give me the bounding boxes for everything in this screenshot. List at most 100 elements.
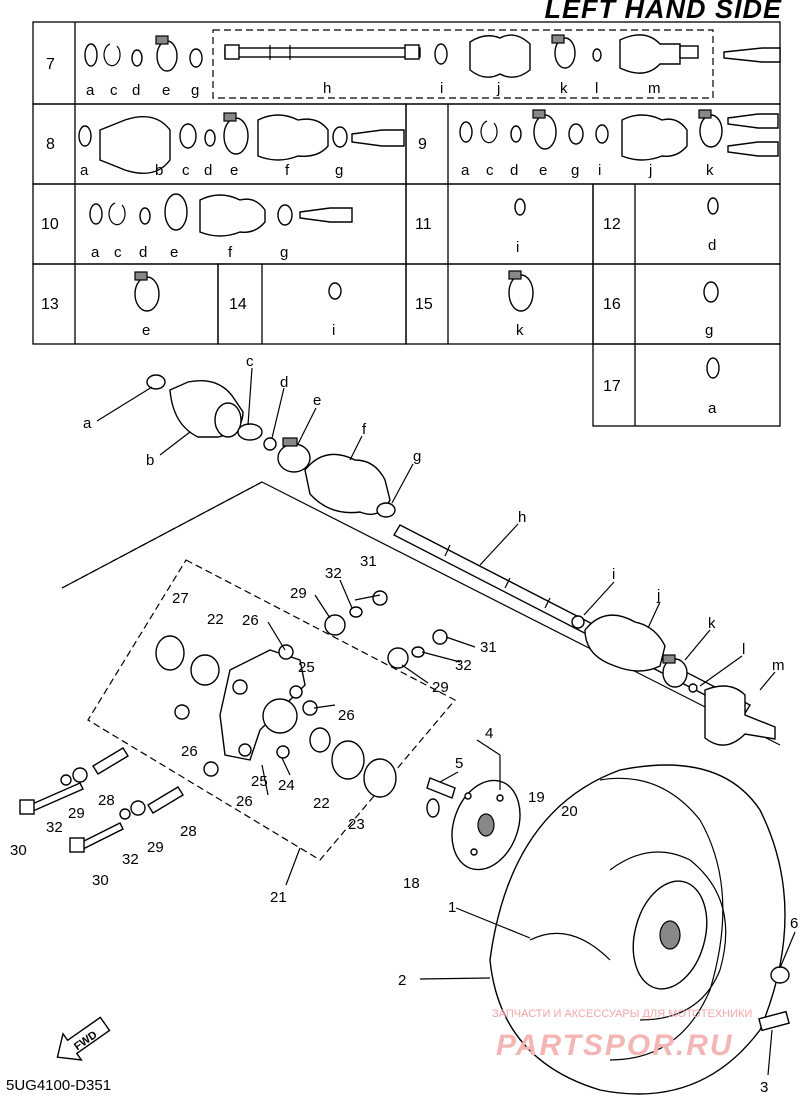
watermark: ЗАПЧАСТИ И АКСЕССУАРЫ ДЛЯ МОТОТЕХНИКИ PA… bbox=[492, 1008, 752, 1062]
svg-text:m: m bbox=[772, 657, 785, 674]
svg-text:j: j bbox=[648, 162, 652, 179]
svg-text:d: d bbox=[139, 244, 147, 261]
svg-text:25: 25 bbox=[298, 659, 315, 676]
svg-text:f: f bbox=[362, 421, 367, 438]
svg-text:m: m bbox=[648, 80, 661, 97]
svg-text:19: 19 bbox=[528, 789, 545, 806]
svg-text:h: h bbox=[518, 509, 526, 526]
svg-text:32: 32 bbox=[455, 657, 472, 674]
number-callouts: 1 2 3 4 5 6 18 19 20 21 22 22 23 24 25 2… bbox=[10, 553, 798, 1096]
svg-text:d: d bbox=[708, 237, 716, 254]
kit-table bbox=[32, 21, 781, 427]
svg-text:26: 26 bbox=[236, 793, 253, 810]
svg-text:d: d bbox=[132, 82, 140, 99]
svg-text:29: 29 bbox=[68, 805, 85, 822]
page-title: LEFT HAND SIDE bbox=[544, 0, 782, 24]
svg-text:26: 26 bbox=[338, 707, 355, 724]
kit-9-letters: a c d e g i j k bbox=[461, 162, 714, 179]
drive-shaft-parts bbox=[146, 374, 776, 746]
svg-text:29: 29 bbox=[147, 839, 164, 856]
svg-text:a: a bbox=[80, 162, 89, 179]
svg-text:a: a bbox=[708, 400, 717, 417]
svg-text:30: 30 bbox=[92, 872, 109, 889]
svg-text:1: 1 bbox=[448, 899, 456, 916]
kit-no: 9 bbox=[418, 136, 427, 153]
svg-text:k: k bbox=[708, 615, 716, 632]
svg-text:29: 29 bbox=[432, 679, 449, 696]
svg-text:30: 30 bbox=[10, 842, 27, 859]
svg-text:28: 28 bbox=[180, 823, 197, 840]
svg-text:i: i bbox=[440, 80, 443, 97]
svg-text:g: g bbox=[413, 448, 421, 465]
kit-no: 17 bbox=[603, 378, 621, 395]
svg-text:e: e bbox=[142, 322, 150, 339]
svg-text:i: i bbox=[516, 239, 519, 256]
svg-text:23: 23 bbox=[348, 816, 365, 833]
kit-no: 13 bbox=[41, 296, 59, 313]
svg-text:a: a bbox=[91, 244, 100, 261]
svg-text:j: j bbox=[656, 587, 660, 604]
svg-text:32: 32 bbox=[122, 851, 139, 868]
kit-no: 7 bbox=[46, 56, 55, 73]
svg-text:b: b bbox=[155, 162, 163, 179]
svg-text:22: 22 bbox=[313, 795, 330, 812]
arm-assembly bbox=[19, 590, 448, 853]
kit-numbers: 7 8 9 10 11 12 13 14 15 16 17 bbox=[41, 56, 621, 395]
svg-text:6: 6 bbox=[790, 915, 798, 932]
svg-text:c: c bbox=[182, 162, 190, 179]
svg-text:24: 24 bbox=[278, 777, 295, 794]
kit-no: 16 bbox=[603, 296, 621, 313]
svg-text:32: 32 bbox=[325, 565, 342, 582]
svg-text:i: i bbox=[612, 566, 615, 583]
svg-text:d: d bbox=[510, 162, 518, 179]
svg-text:4: 4 bbox=[485, 725, 493, 742]
svg-text:e: e bbox=[230, 162, 238, 179]
svg-text:28: 28 bbox=[98, 792, 115, 809]
svg-text:k: k bbox=[706, 162, 714, 179]
svg-text:b: b bbox=[146, 452, 154, 469]
svg-text:PARTSPOR.RU: PARTSPOR.RU bbox=[496, 1029, 734, 1062]
svg-text:i: i bbox=[332, 322, 335, 339]
svg-text:d: d bbox=[204, 162, 212, 179]
svg-text:j: j bbox=[496, 80, 500, 97]
kit-no: 12 bbox=[603, 216, 621, 233]
svg-text:a: a bbox=[83, 415, 92, 432]
svg-text:l: l bbox=[595, 80, 598, 97]
kit-no: 8 bbox=[46, 136, 55, 153]
svg-text:l: l bbox=[742, 641, 745, 658]
svg-text:a: a bbox=[86, 82, 95, 99]
svg-text:k: k bbox=[516, 322, 524, 339]
svg-text:g: g bbox=[571, 162, 579, 179]
svg-text:26: 26 bbox=[181, 743, 198, 760]
svg-text:c: c bbox=[110, 82, 118, 99]
svg-text:31: 31 bbox=[480, 639, 497, 656]
svg-text:g: g bbox=[335, 162, 343, 179]
svg-text:ЗАПЧАСТИ И АКСЕССУАРЫ ДЛЯ МОТО: ЗАПЧАСТИ И АКСЕССУАРЫ ДЛЯ МОТОТЕХНИКИ bbox=[492, 1008, 752, 1020]
kit-10-parts bbox=[89, 193, 353, 237]
letter-callouts: a b c d e f g h i j k l m bbox=[83, 353, 785, 674]
svg-text:e: e bbox=[162, 82, 170, 99]
svg-text:3: 3 bbox=[760, 1079, 768, 1096]
kit-7-letters: a c d e g h i j k l m bbox=[86, 80, 661, 99]
fwd-arrow-icon: FWD bbox=[56, 1016, 111, 1061]
svg-text:5: 5 bbox=[455, 755, 463, 772]
kit-single-parts: i d e i k g a bbox=[134, 197, 720, 417]
svg-text:25: 25 bbox=[251, 773, 268, 790]
svg-text:f: f bbox=[285, 162, 290, 179]
svg-text:26: 26 bbox=[242, 612, 259, 629]
svg-text:e: e bbox=[170, 244, 178, 261]
svg-text:c: c bbox=[114, 244, 122, 261]
svg-text:2: 2 bbox=[398, 972, 406, 989]
svg-text:29: 29 bbox=[290, 585, 307, 602]
kit-9-parts bbox=[459, 109, 779, 161]
svg-text:k: k bbox=[560, 80, 568, 97]
svg-text:a: a bbox=[461, 162, 470, 179]
kit-7-parts bbox=[84, 34, 781, 78]
svg-text:d: d bbox=[280, 374, 288, 391]
svg-text:g: g bbox=[705, 322, 713, 339]
svg-text:18: 18 bbox=[403, 875, 420, 892]
svg-text:c: c bbox=[486, 162, 494, 179]
svg-text:f: f bbox=[228, 244, 233, 261]
kit-8-parts bbox=[78, 112, 405, 174]
